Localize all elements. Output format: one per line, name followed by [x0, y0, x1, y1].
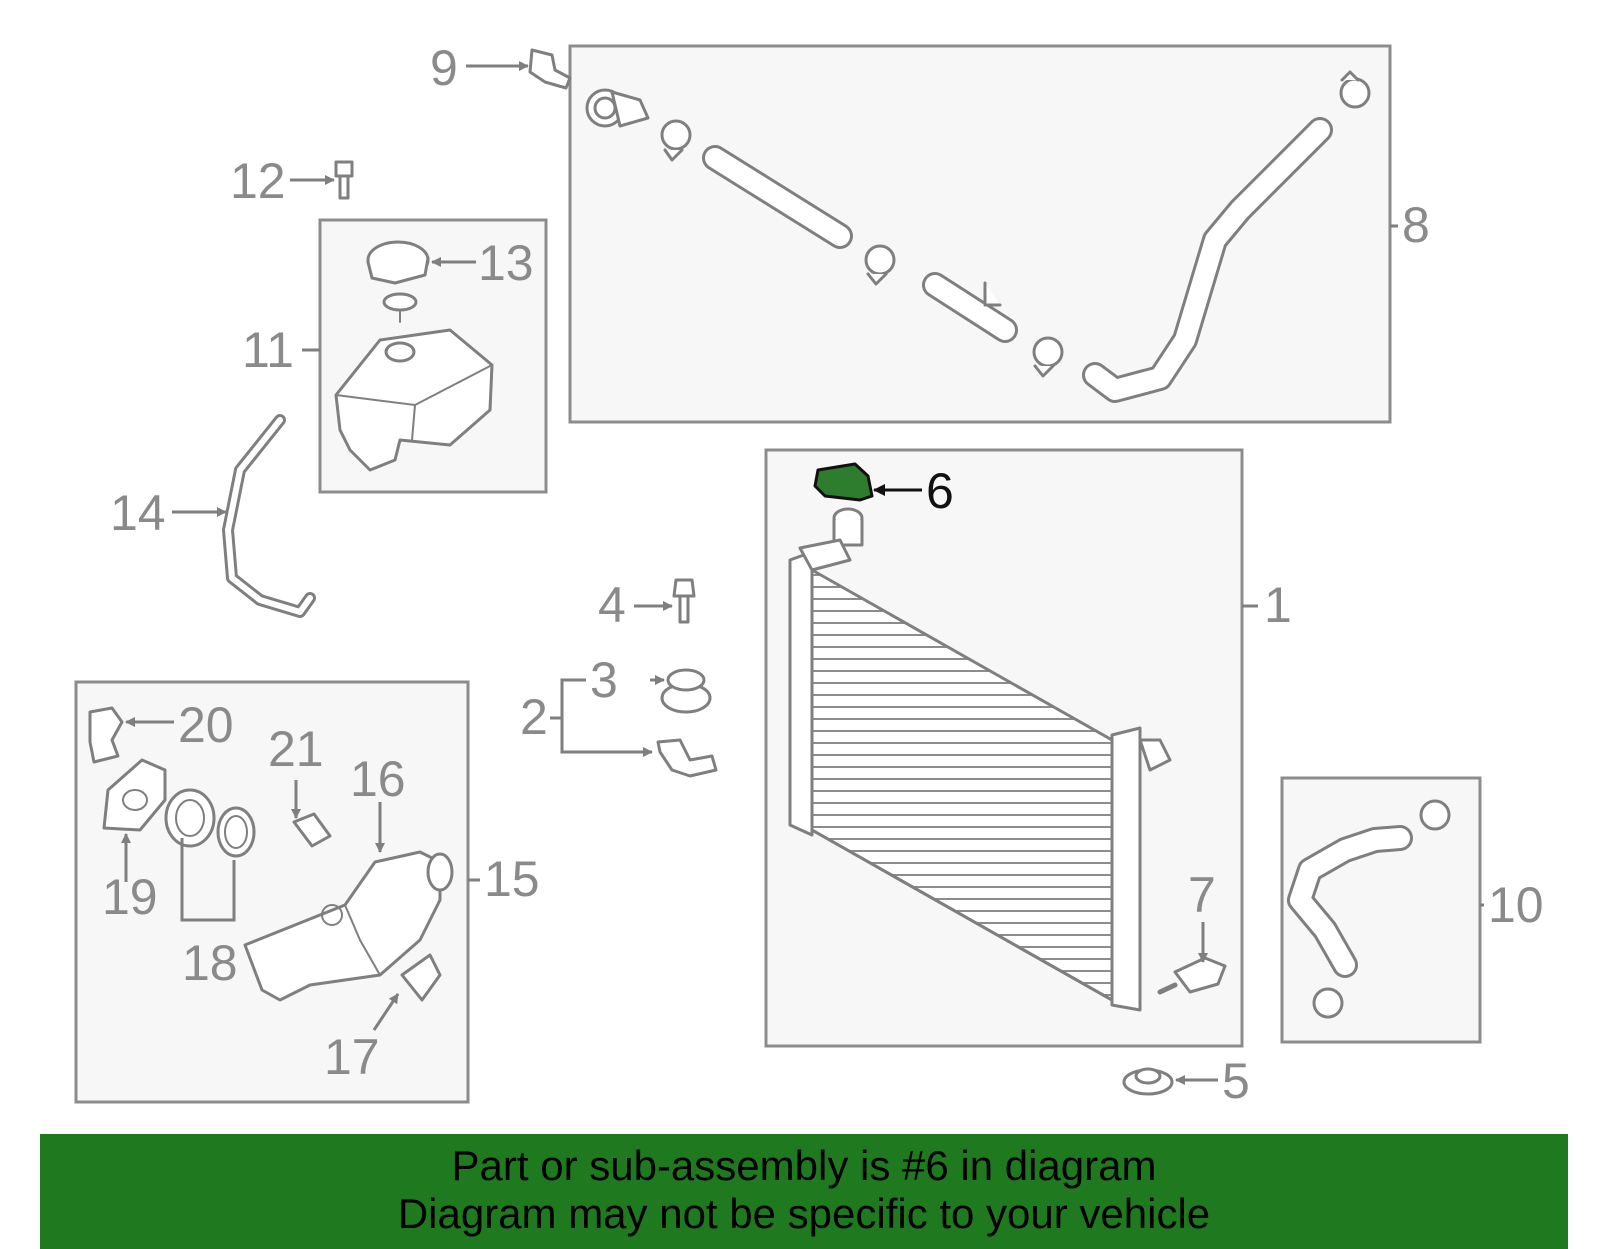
part-2-bracket	[656, 738, 718, 778]
part-17-gasket	[400, 953, 442, 1002]
part-14-overflow-hose	[222, 414, 316, 618]
filler-neck	[832, 507, 864, 547]
part-6-radiator-cap	[813, 462, 874, 502]
callout-3: 3	[590, 652, 618, 708]
part-3-bushing	[660, 668, 712, 714]
callout-16: 16	[350, 751, 406, 807]
part-13-reservoir-cap	[366, 240, 430, 285]
part-5-mount-bushing	[1122, 1067, 1174, 1096]
part-20-bracket	[88, 706, 124, 764]
right-tank	[1110, 726, 1142, 1012]
hose-assembly-group	[568, 44, 1392, 424]
leader-lines	[121, 61, 1484, 1085]
callout-1: 1	[1264, 577, 1292, 633]
hose-clamp-bottom	[1312, 987, 1344, 1019]
left-tank	[788, 550, 814, 837]
thermostat-group	[74, 680, 470, 1104]
part-9-clip	[528, 48, 572, 90]
reservoir-tank	[334, 328, 494, 472]
reservoir-gasket	[382, 292, 418, 323]
callout-10: 10	[1488, 877, 1544, 933]
callout-9: 9	[430, 40, 458, 96]
callout-4: 4	[598, 577, 626, 633]
callout-6: 6	[926, 463, 954, 519]
callout-7: 7	[1188, 867, 1216, 923]
callout-14: 14	[110, 485, 166, 541]
part-12-bolt	[334, 160, 354, 200]
banner-line-part-number: Part or sub-assembly is #6 in diagram	[451, 1142, 1157, 1189]
callout-labels: 1 2 3 4 5 6 7 8 9 10 11 12 13 14 15 16 1…	[102, 40, 1544, 1109]
callout-11: 11	[242, 322, 294, 378]
callout-5: 5	[1222, 1053, 1250, 1109]
callout-18: 18	[182, 935, 238, 991]
callout-13: 13	[478, 235, 534, 291]
hose-assembly-frame	[568, 44, 1392, 424]
part-16-thermostat-housing	[243, 850, 454, 1002]
callout-12: 12	[230, 153, 286, 209]
callout-2: 2	[520, 689, 548, 745]
hose-clamp-top	[1419, 799, 1451, 831]
upper-hose-parts	[585, 70, 1371, 378]
callout-8: 8	[1402, 197, 1430, 253]
part-21-sensor	[292, 812, 332, 848]
callout-20: 20	[178, 697, 234, 753]
callout-19: 19	[102, 869, 158, 925]
banner-line-disclaimer: Diagram may not be specific to your vehi…	[397, 1190, 1211, 1237]
part-18-thermostat	[164, 788, 256, 858]
part-4-bolt	[672, 578, 696, 624]
radiator-group	[764, 448, 1244, 1048]
lower-hose-group	[1280, 776, 1482, 1044]
callout-17: 17	[324, 1029, 380, 1085]
callout-21: 21	[268, 721, 324, 777]
info-banner: Part or sub-assembly is #6 in diagram Di…	[40, 1134, 1568, 1249]
callout-15: 15	[484, 851, 540, 907]
part-19-housing-gasket	[102, 758, 167, 832]
